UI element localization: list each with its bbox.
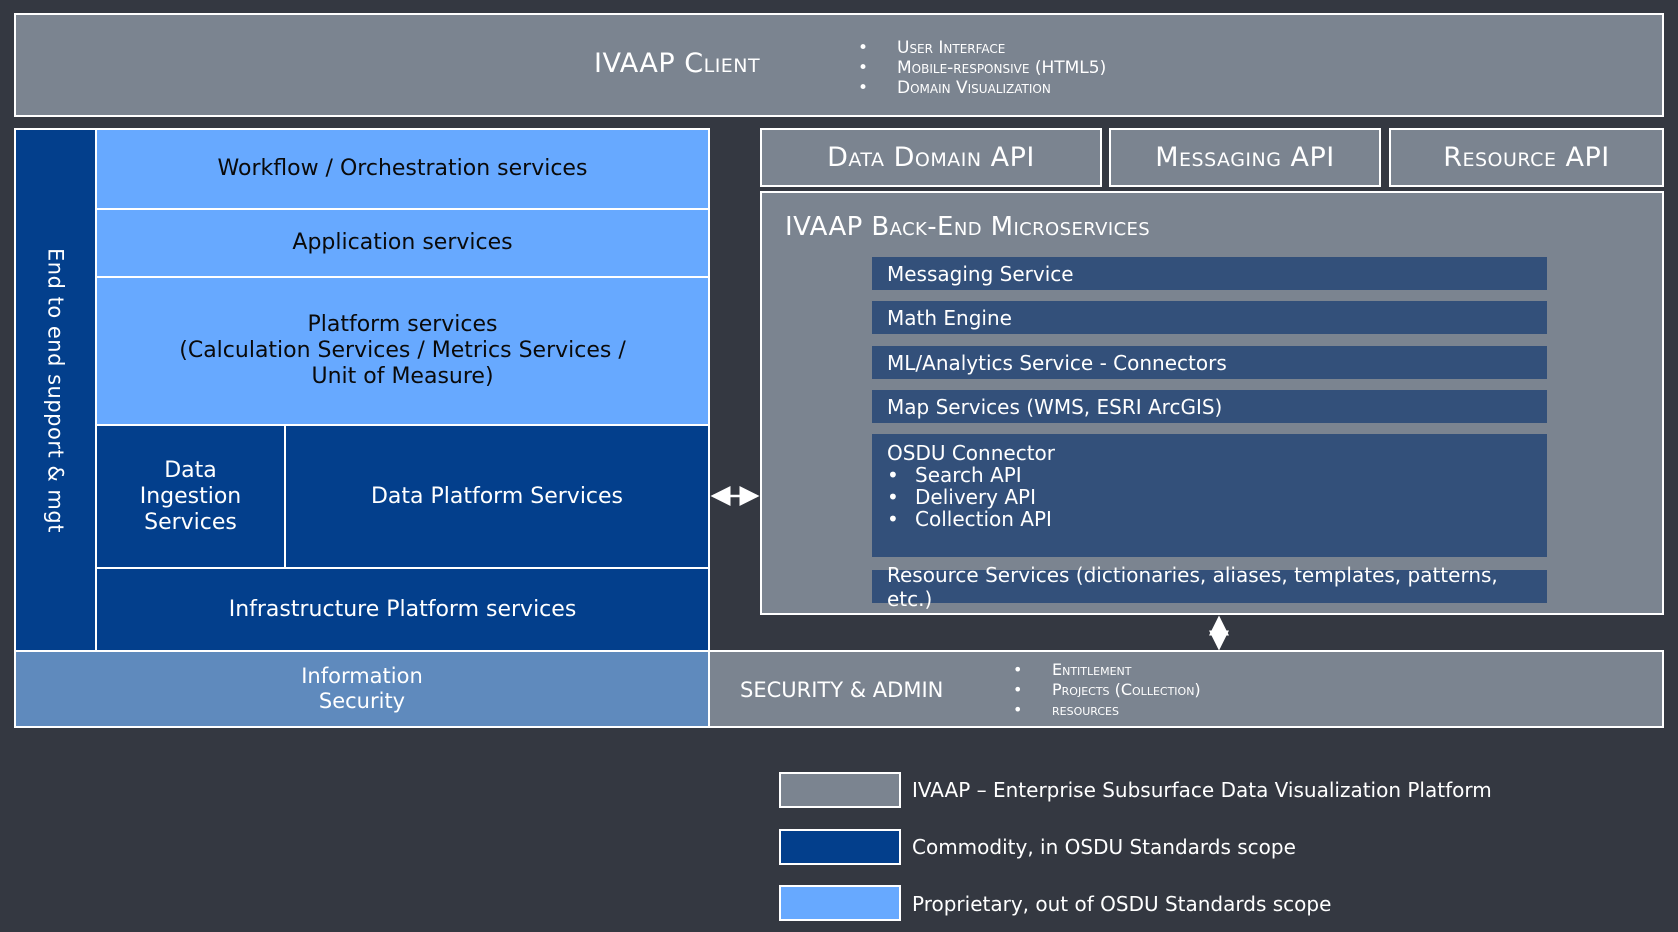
data-ingestion-box: Data Ingestion Services	[95, 424, 286, 569]
osdu-connector-item: Collection API	[887, 508, 1547, 530]
legend-label-proprietary: Proprietary, out of OSDU Standards scope	[912, 892, 1332, 916]
client-bullets: User Interface Mobile-responsive (HTML5)…	[858, 38, 1106, 98]
client-bullet: Mobile-responsive (HTML5)	[858, 58, 1106, 78]
osdu-connector: OSDU Connector Search API Delivery API C…	[872, 434, 1547, 557]
legend-swatch-commodity	[779, 829, 901, 865]
application-label: Application services	[292, 230, 513, 255]
security-bullet: resources	[1013, 700, 1201, 720]
data-platform-box: Data Platform Services	[284, 424, 710, 569]
data-platform-label: Data Platform Services	[370, 483, 624, 509]
application-services-box: Application services	[95, 208, 710, 278]
math-engine-label: Math Engine	[887, 305, 1012, 330]
legend-label-commodity: Commodity, in OSDU Standards scope	[912, 835, 1296, 859]
security-admin-title: SECURITY & ADMIN	[740, 678, 944, 702]
workflow-label: Workflow / Orchestration services	[217, 156, 588, 181]
security-bullet: Projects (Collection)	[1013, 680, 1201, 700]
ml-analytics-label: ML/Analytics Service - Connectors	[887, 350, 1227, 375]
client-bullet: User Interface	[858, 38, 1106, 58]
workflow-orchestration-box: Workflow / Orchestration services	[95, 128, 710, 210]
legend-label-ivaap: IVAAP – Enterprise Subsurface Data Visua…	[912, 778, 1492, 802]
messaging-service: Messaging Service	[872, 257, 1547, 290]
data-domain-api-box: Data Domain API	[760, 128, 1102, 187]
info-security-line2: Security	[318, 689, 406, 713]
map-services: Map Services (WMS, ESRI ArcGIS)	[872, 390, 1547, 423]
map-services-label: Map Services (WMS, ESRI ArcGIS)	[887, 394, 1223, 419]
osdu-connector-title: OSDU Connector	[887, 441, 1055, 465]
backend-microservices-title: IVAAP Back-End Microservices	[785, 212, 1151, 242]
platform-line1: Platform services	[307, 312, 498, 337]
osdu-connector-item: Delivery API	[887, 486, 1547, 508]
infrastructure-platform-box: Infrastructure Platform services	[95, 567, 710, 652]
info-security-line1: Information	[301, 664, 423, 688]
osdu-connector-list: Search API Delivery API Collection API	[887, 464, 1547, 530]
ml-analytics-service: ML/Analytics Service - Connectors	[872, 346, 1547, 379]
resource-services-label: Resource Services (dictionaries, aliases…	[887, 562, 1498, 611]
platform-line2: (Calculation Services / Metrics Services…	[179, 338, 626, 363]
messaging-service-label: Messaging Service	[887, 261, 1074, 286]
osdu-connector-item: Search API	[887, 464, 1547, 486]
math-engine-service: Math Engine	[872, 301, 1547, 334]
ingestion-line1: Data	[164, 457, 217, 483]
data-domain-api-label: Data Domain API	[827, 142, 1035, 173]
resource-api-label: Resource API	[1443, 142, 1610, 173]
ingestion-line3: Services	[144, 509, 237, 535]
information-security-box: Information Security	[14, 650, 710, 728]
end-to-end-label: End to end support & mgt	[43, 247, 68, 533]
ivaap-client-bar	[14, 13, 1664, 117]
security-bullet: Entitlement	[1013, 660, 1201, 680]
legend-swatch-proprietary	[779, 885, 901, 921]
platform-line3: Unit of Measure)	[311, 364, 494, 389]
ivaap-client-title: IVAAP Client	[594, 48, 761, 79]
ingestion-line2: Ingestion	[139, 483, 242, 509]
resource-api-box: Resource API	[1389, 128, 1664, 187]
messaging-api-label: Messaging API	[1155, 142, 1335, 173]
messaging-api-box: Messaging API	[1109, 128, 1381, 187]
platform-services-box: Platform services (Calculation Services …	[95, 276, 710, 426]
resource-services: Resource Services (dictionaries, aliases…	[872, 563, 1547, 611]
end-to-end-support-bar: End to end support & mgt	[14, 128, 97, 652]
legend-swatch-ivaap	[779, 772, 901, 808]
client-bullet: Domain Visualization	[858, 78, 1106, 98]
infrastructure-label: Infrastructure Platform services	[228, 596, 577, 622]
security-bullets: Entitlement Projects (Collection) resour…	[1013, 660, 1201, 720]
